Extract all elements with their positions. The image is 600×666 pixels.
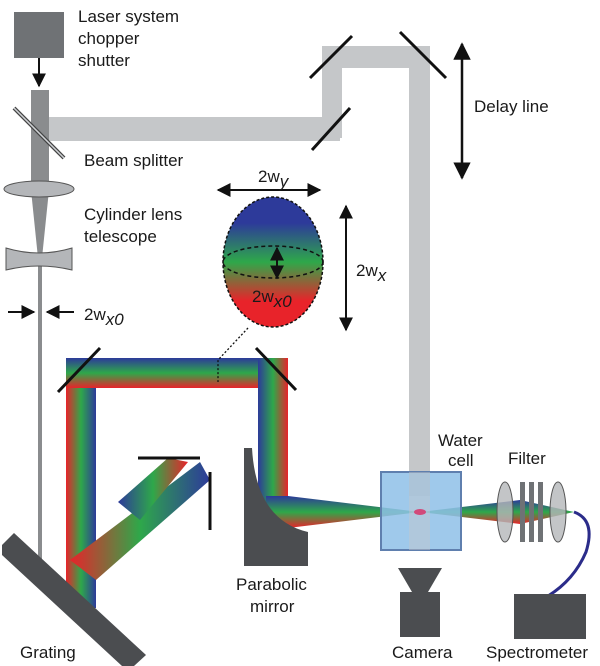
- label-telescope: telescope: [84, 227, 157, 246]
- label-delay-line: Delay line: [474, 97, 549, 116]
- delay-mirror-top-right: [398, 30, 448, 80]
- delay-mirror-bottom: [310, 106, 352, 152]
- concave-cylinder-lens: [5, 247, 73, 271]
- focusing-beam: [31, 190, 49, 258]
- label-parabolic: Parabolic: [236, 575, 307, 594]
- label-w-y: 2wy: [258, 167, 290, 191]
- label-mirror: mirror: [250, 597, 295, 616]
- filter-lens-left: [496, 481, 514, 543]
- beam-waist-ellipse: [222, 245, 324, 279]
- dispersed-beam-upper-fold: [118, 458, 188, 520]
- diverging-beam-to-filter: [420, 500, 520, 524]
- optical-fiber: [547, 510, 591, 598]
- label-laser-system: Laser system: [78, 7, 179, 26]
- label-cylinder-lens: Cylinder lens: [84, 205, 182, 224]
- spectrometer-box: [514, 594, 586, 639]
- label-w-x: 2wx: [356, 261, 387, 285]
- filter-plate-2: [529, 482, 534, 542]
- water-cell-focus: [414, 509, 426, 515]
- label-grating: Grating: [20, 643, 76, 662]
- label-w-x0-arrow: 2wx0: [84, 305, 124, 329]
- dispersed-beam-diagonal: [70, 462, 210, 580]
- label-camera: Camera: [392, 643, 453, 662]
- label-shutter: shutter: [78, 51, 130, 70]
- pump-beam-horizontal-lower: [40, 117, 340, 141]
- filter-plate-1: [520, 482, 525, 542]
- laser-system-box: [14, 12, 64, 58]
- parabolic-mirror: [244, 448, 308, 566]
- label-water: Water: [438, 431, 483, 450]
- fold-mirror-left: [56, 346, 102, 394]
- laser-beam-thick: [31, 90, 49, 190]
- dispersed-beam-top-horizontal: [66, 358, 288, 388]
- label-cell: cell: [448, 451, 474, 470]
- label-w-x0-center: 2wx0: [252, 287, 292, 311]
- delay-mirror-top-left: [308, 34, 354, 80]
- label-spectrometer: Spectrometer: [486, 643, 588, 662]
- convex-cylinder-lens: [3, 180, 75, 198]
- label-beam-splitter: Beam splitter: [84, 151, 184, 170]
- pump-beam-path: [40, 46, 430, 496]
- probe-beam-thin: [38, 258, 42, 563]
- pump-beam-vertical-down: [409, 46, 430, 496]
- grating-plate: [2, 533, 146, 666]
- camera-body: [400, 592, 440, 637]
- pump-beam-horizontal-upper: [322, 46, 430, 68]
- converging-beam: [266, 496, 420, 528]
- camera-lens: [398, 568, 442, 592]
- label-chopper: chopper: [78, 29, 140, 48]
- filter-lens-right: [549, 481, 567, 543]
- filter-plate-3: [538, 482, 543, 542]
- pump-beam-vertical-riser: [322, 46, 342, 138]
- fold-mirror-right: [254, 346, 298, 392]
- label-filter: Filter: [508, 449, 546, 468]
